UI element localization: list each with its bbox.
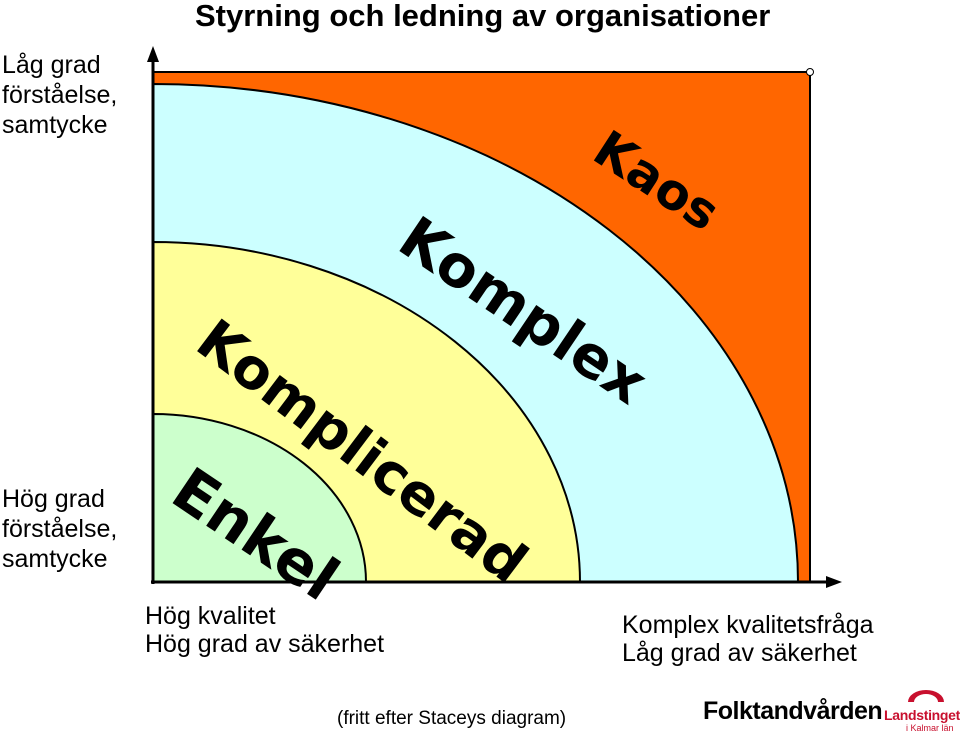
caption: (fritt efter Staceys diagram) <box>337 708 567 729</box>
y-axis-top-label: Låg grad förståelse, samtycke <box>2 51 118 139</box>
page-title: Styrning och ledning av organisationer <box>195 0 771 33</box>
x-axis-right-label: Komplex kvalitetsfråga Låg grad av säker… <box>622 611 874 667</box>
zone-enkel <box>152 412 368 583</box>
landstinget-arch-icon <box>908 690 944 702</box>
y-axis-bottom-label: Hög grad förståelse, samtycke <box>2 485 118 573</box>
landstinget-logo: Landstinget i Kalmar län <box>884 688 960 733</box>
landstinget-sub: i Kalmar län <box>906 723 954 733</box>
x-axis-left-label: Hög kvalitet Hög grad av säkerhet <box>145 602 385 658</box>
corner-dot <box>806 68 814 76</box>
landstinget-name: Landstinget <box>884 707 960 723</box>
folktandvarden-logo: Folktandvården <box>703 697 883 725</box>
x-axis-arrow <box>826 576 842 588</box>
y-axis-arrow <box>147 46 159 62</box>
